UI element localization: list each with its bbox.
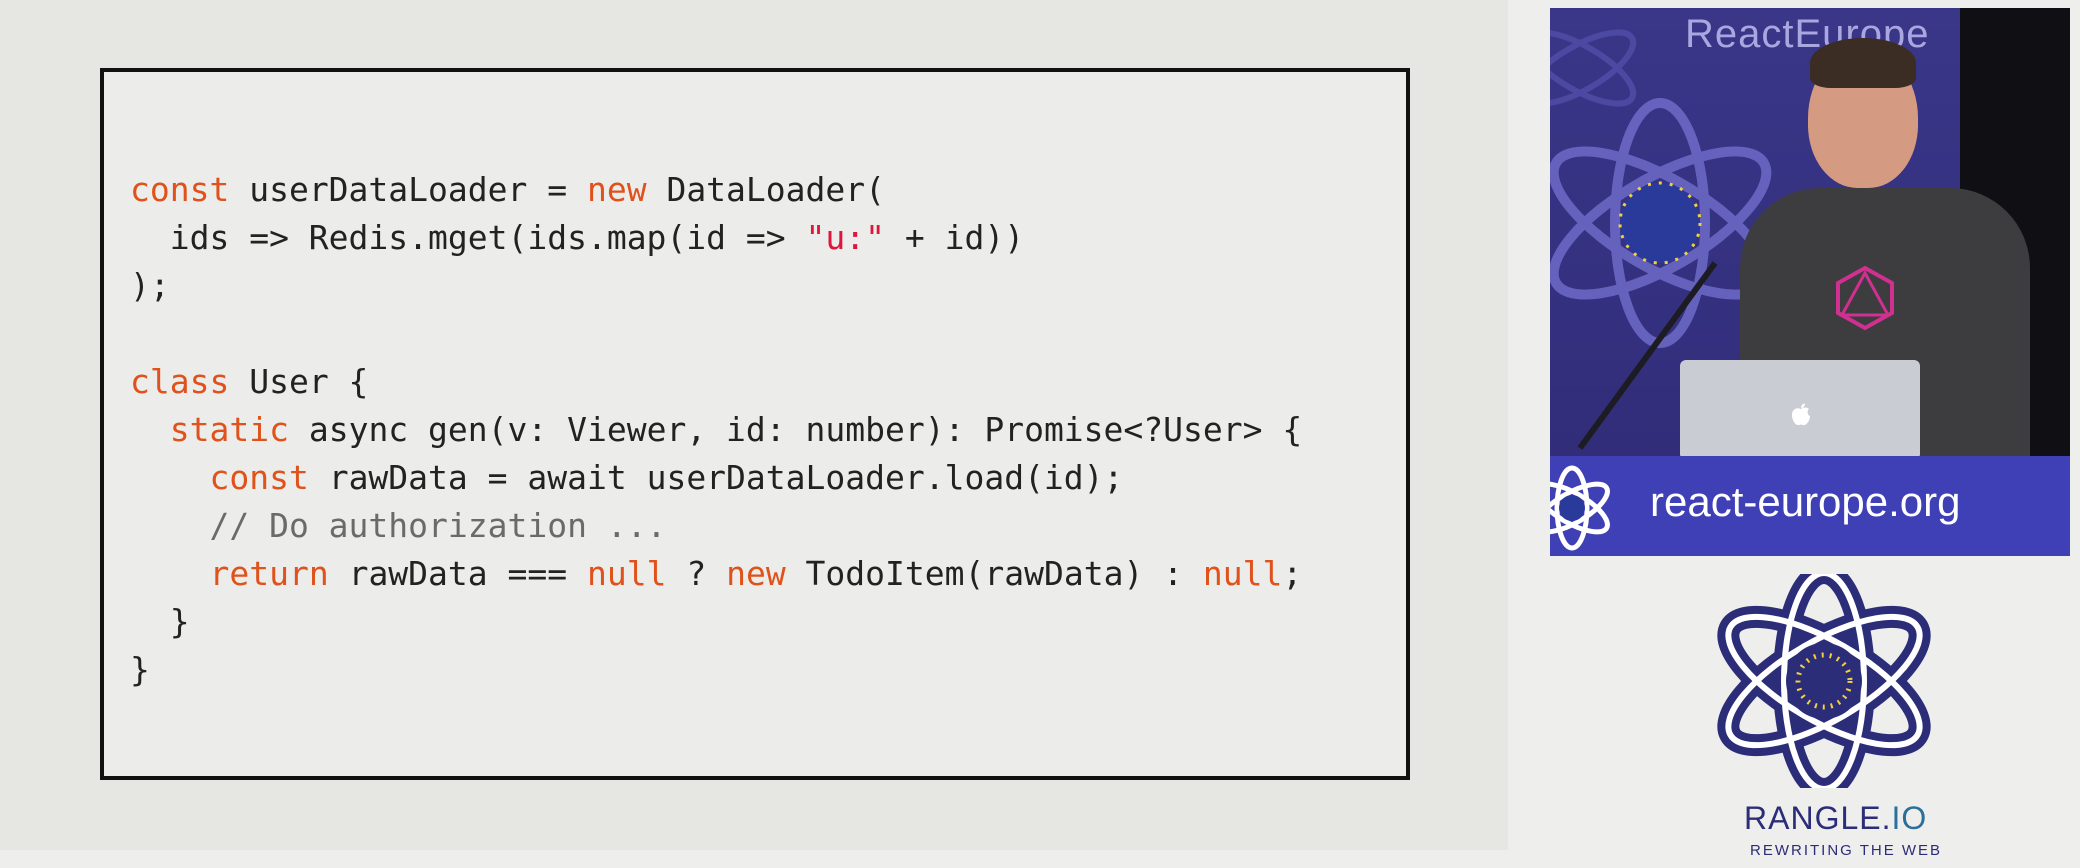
- sponsor-name: RANGLE.IO: [1744, 800, 1927, 837]
- code-token: class: [130, 362, 230, 401]
- code-token: return: [209, 554, 329, 593]
- code-line: ids => Redis.mget(ids.map(id => "u:" + i…: [130, 214, 1302, 262]
- speaker-video: ReactEurope react-europe.org: [1550, 8, 2070, 556]
- code-panel: const userDataLoader = new DataLoader( i…: [100, 68, 1410, 780]
- code-token: }: [130, 602, 190, 641]
- code-token: // Do authorization ...: [130, 506, 667, 545]
- code-token: new: [726, 554, 786, 593]
- code-token: rawData ===: [328, 554, 587, 593]
- podium-website-text: react-europe.org: [1650, 478, 1961, 525]
- code-line: const rawData = await userDataLoader.loa…: [130, 454, 1302, 502]
- rangle-atom-logo-icon: [1717, 574, 1931, 788]
- code-token: rawData = await userDataLoader.load(id);: [308, 458, 1124, 497]
- code-line: return rawData === null ? new TodoItem(r…: [130, 550, 1302, 598]
- code-token: [130, 410, 170, 449]
- code-token: ;: [1282, 554, 1303, 593]
- sponsor-name-main: RANGLE.: [1744, 800, 1892, 836]
- code-token: const: [130, 170, 230, 209]
- code-token: );: [130, 266, 170, 305]
- code-token: null: [586, 554, 667, 593]
- code-token: + id)): [885, 218, 1025, 257]
- code-token: userDataLoader =: [229, 170, 587, 209]
- code-line: }: [130, 598, 1302, 646]
- code-line: [130, 310, 1302, 358]
- graphql-shirt-icon: [1836, 265, 1894, 331]
- code-token: DataLoader(: [646, 170, 885, 209]
- speaker-hair: [1810, 38, 1916, 88]
- backdrop-atom-icon-small: [1550, 29, 1637, 107]
- podium: [1550, 456, 2070, 556]
- code-token: ?: [666, 554, 727, 593]
- code-line: );: [130, 262, 1302, 310]
- code-token: ids => Redis.mget(ids.map(id =>: [130, 218, 806, 257]
- code-token: new: [586, 170, 647, 209]
- code-line: const userDataLoader = new DataLoader(: [130, 166, 1302, 214]
- backdrop-eu-circle: [1618, 181, 1702, 265]
- code-line: // Do authorization ...: [130, 502, 1302, 550]
- code-line: static async gen(v: Viewer, id: number):…: [130, 406, 1302, 454]
- code-token: null: [1202, 554, 1283, 593]
- code-token: }: [130, 650, 150, 689]
- code-token: TodoItem(rawData) :: [785, 554, 1203, 593]
- microphone-stand-left: [1577, 261, 1718, 450]
- code-line: class User {: [130, 358, 1302, 406]
- code-token: async gen(v: Viewer, id: number): Promis…: [288, 410, 1303, 449]
- code-token: [130, 458, 209, 497]
- code-line: }: [130, 646, 1302, 694]
- code-token: [130, 554, 209, 593]
- sponsor-name-accent: IO: [1891, 800, 1928, 836]
- sponsor-tagline: REWRITING THE WEB: [1750, 842, 1943, 859]
- code-token: User {: [229, 362, 369, 401]
- code-token: const: [209, 458, 309, 497]
- podium-atom-icon: [1550, 465, 1610, 551]
- code-token: static: [169, 410, 289, 449]
- slide-area: const userDataLoader = new DataLoader( i…: [100, 68, 1410, 780]
- apple-logo-icon: [1792, 403, 1810, 426]
- code-block: const userDataLoader = new DataLoader( i…: [130, 166, 1302, 694]
- code-token: "u:": [805, 218, 885, 257]
